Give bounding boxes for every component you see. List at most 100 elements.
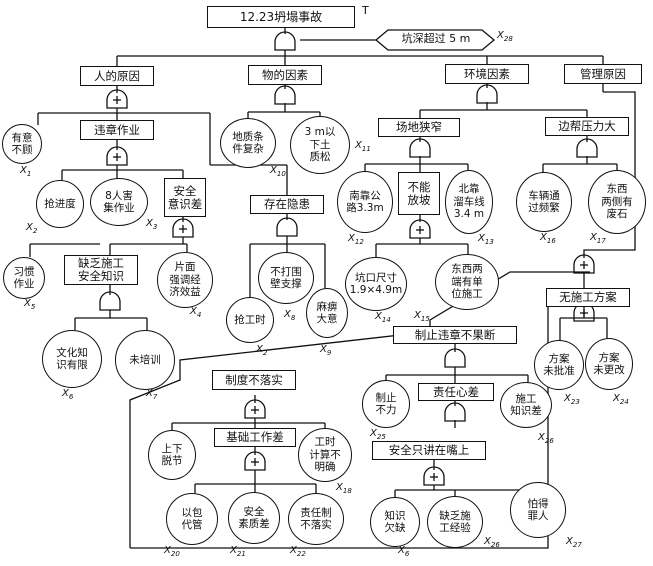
gate-env-and: [476, 84, 498, 104]
event-side-pressure: 边帮压力大: [545, 117, 629, 136]
event-system-failure: 制度不落实: [212, 370, 296, 390]
event-no-plan: 无施工方案: [546, 288, 630, 307]
event-safety-talk: 安全只讲在嘴上: [372, 441, 486, 460]
x-label-26b: X26: [484, 536, 500, 549]
event-illegal-work: 违章作业: [80, 120, 154, 140]
basic-event-x21: 安全 素质差: [228, 492, 280, 544]
x-label-5: X5: [24, 298, 36, 311]
basic-event-x6: 文化知 识有限: [42, 330, 102, 388]
basic-event-x9: 麻痹 大意: [306, 288, 348, 338]
event-cannot-slope: 不能 放坡: [398, 172, 440, 215]
x-label-17: X17: [590, 232, 606, 245]
basic-event-x14: 坑口尺寸 1.9×4.9m: [345, 257, 407, 311]
x-label-21: X21: [230, 545, 246, 558]
basic-event-x23: 方案 未批准: [534, 340, 584, 390]
x-label-26: X26: [538, 432, 554, 445]
x-label-14: X14: [375, 311, 391, 324]
x-label-24: X24: [613, 393, 629, 406]
x-label-13: X13: [478, 233, 494, 246]
gate-material-and: [274, 85, 296, 105]
category-environment: 环境因素: [445, 64, 529, 84]
top-event-tag: T: [362, 4, 369, 17]
basic-event-x6b: 知识 欠缺: [370, 497, 420, 547]
x-label-20: X20: [164, 545, 180, 558]
basic-event-x17: 东西 两侧有 废石: [588, 170, 646, 234]
basic-event-x26: 施工 知识差: [500, 382, 552, 428]
gate-hidden-and: [276, 217, 298, 237]
basic-event-x11: 3 m以 下土 质松: [290, 116, 350, 174]
x-label-25: X25: [370, 428, 386, 441]
event-narrow-site: 场地狭窄: [378, 118, 460, 137]
x-label-6: X6: [62, 388, 74, 401]
event-responsibility: 责任心差: [418, 383, 494, 401]
category-human: 人的原因: [80, 66, 154, 86]
event-hidden-danger: 存在隐患: [250, 195, 324, 214]
gate-talk-or: [423, 466, 445, 486]
x-label-10: X10: [270, 165, 286, 178]
basic-event-x18: 工时 计算不 明确: [298, 428, 352, 482]
x-label-11: X11: [355, 140, 371, 153]
x-label-2: X2: [26, 222, 38, 235]
x-label-3: X3: [146, 218, 158, 231]
condition-label: 坑深超过 5 m: [401, 32, 471, 45]
basic-event-x1: 有意 不顾: [2, 124, 42, 164]
x-label-2b: X2: [256, 344, 268, 357]
category-management: 管理原因: [564, 64, 642, 84]
x-label-9: X9: [320, 344, 332, 357]
basic-event-x3: 8人害 集作业: [90, 178, 148, 226]
x-label-7: X7: [146, 388, 158, 401]
basic-event-x8: 不打围 壁支撑: [258, 252, 314, 304]
x-label-8: X8: [284, 309, 296, 322]
basic-event-x26b: 缺乏施 工经验: [427, 496, 483, 548]
basic-event-x7: 未培训: [115, 330, 175, 390]
basic-event-x2b: 抢工时: [226, 297, 274, 343]
category-material: 物的因素: [248, 65, 322, 85]
condition-hexagon: [374, 29, 496, 51]
basic-event-x5: 习惯 作业: [3, 257, 45, 299]
x-label-4: X4: [190, 306, 202, 319]
x-label-1: X1: [20, 165, 32, 178]
condition-x-label: X28: [497, 30, 513, 43]
x-label-23: X23: [564, 393, 580, 406]
gate-slope-or: [409, 219, 431, 239]
event-safety-awareness: 安全 意识差: [164, 178, 206, 217]
gate-illegal-or: [106, 146, 128, 166]
gate-basic-or: [244, 451, 266, 471]
event-stop-violation: 制止违章不果断: [393, 326, 517, 344]
basic-event-x2: 抢进度: [36, 180, 84, 228]
basic-event-x13: 北靠 溜车线 3.4 m: [445, 170, 493, 234]
gate-stop-and: [444, 348, 466, 368]
gate-human-or: [106, 89, 128, 109]
basic-event-x10: 地质条 件复杂: [220, 118, 276, 168]
basic-event-x4: 片面 强调经 济效益: [157, 252, 213, 308]
basic-event-x27: 怕得 罪人: [510, 482, 566, 538]
x-label-18: X18: [336, 482, 352, 495]
gate-mgmt-or: [573, 254, 595, 274]
x-label-15: X15: [414, 310, 430, 323]
basic-event-x19: 上下 脱节: [148, 430, 196, 480]
basic-event-x25: 制止 不力: [362, 380, 410, 428]
x-label-6b: X6: [398, 545, 410, 558]
gate-awareness-or: [172, 218, 194, 238]
basic-event-x20: 以包 代管: [166, 493, 218, 545]
basic-event-x24: 方案 未更改: [585, 338, 633, 390]
x-label-22: X22: [290, 545, 306, 558]
x-label-16: X16: [540, 232, 556, 245]
top-event-box: 12.23坍塌事故: [207, 6, 355, 28]
event-basic-work: 基础工作差: [214, 428, 296, 447]
basic-event-x16: 车辆通 过频繁: [516, 172, 572, 232]
x-label-12: X12: [348, 233, 364, 246]
basic-event-x22: 责任制 不落实: [288, 493, 344, 545]
gate-knowledge-and: [99, 291, 121, 311]
gate-narrow-and: [409, 138, 431, 158]
gate-top-and: [274, 31, 296, 51]
x-label-27: X27: [566, 536, 582, 549]
event-lack-knowledge: 缺乏施工 安全知识: [64, 255, 138, 285]
gate-pressure-and: [576, 138, 598, 158]
gate-system-or: [244, 399, 266, 419]
basic-event-x15: 东西两 端有单 位施工: [435, 254, 499, 310]
basic-event-x12: 南靠公 路3.3m: [337, 171, 393, 233]
